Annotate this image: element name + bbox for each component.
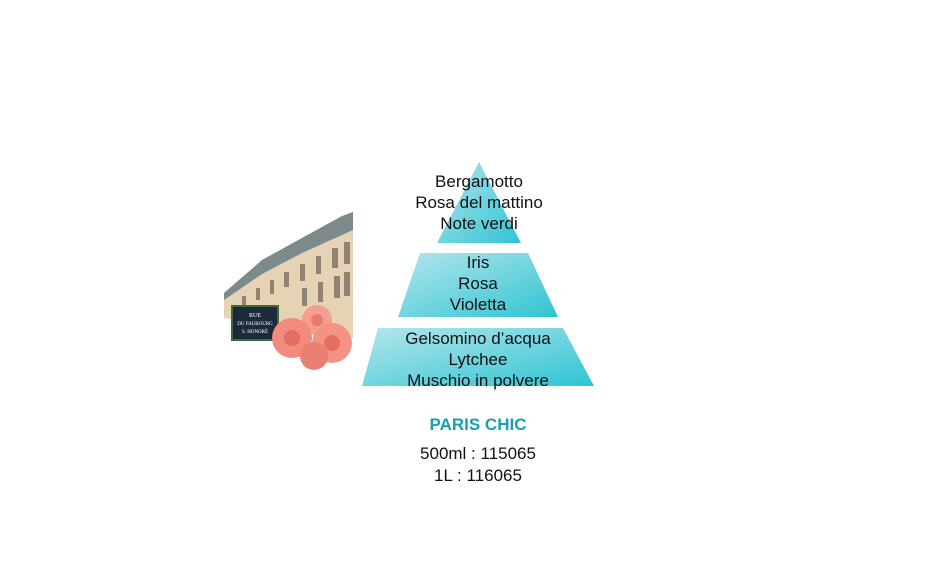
pyramid-base-tier (362, 328, 594, 386)
product-name: PARIS CHIC (429, 415, 527, 434)
product-code-500ml: 500ml : 115065 (420, 444, 536, 463)
svg-text:S. HONORÉ: S. HONORÉ (242, 329, 268, 335)
roses (272, 305, 352, 370)
note: Note verdi (440, 214, 518, 233)
note: Violetta (449, 295, 507, 314)
street-sign (231, 305, 279, 341)
top-notes: Bergamotto Rosa del mattino Note verdi (359, 171, 599, 234)
pyramid-middle-tier (398, 253, 558, 317)
svg-text:DU FAUBOURG: DU FAUBOURG (237, 322, 273, 327)
svg-text:RUE: RUE (249, 313, 261, 319)
note: Gelsomino d’acqua (405, 329, 551, 348)
note: Bergamotto (435, 172, 523, 191)
note: Lytchee (448, 350, 508, 369)
paris-street-roses-illustration: RUE DU FAUBOURG S. HONORÉ (224, 212, 353, 370)
pyramid-top-tier (437, 162, 521, 243)
note: Iris (466, 253, 490, 272)
base-notes: Gelsomino d’acqua Lytchee Muschio in pol… (358, 328, 598, 391)
note: Rosa del mattino (415, 193, 543, 212)
product-code-1l: 1L : 116065 (434, 466, 522, 485)
note: Rosa (458, 274, 498, 293)
heart-notes: Iris Rosa Violetta (358, 252, 598, 315)
note: Muschio in polvere (407, 371, 549, 390)
